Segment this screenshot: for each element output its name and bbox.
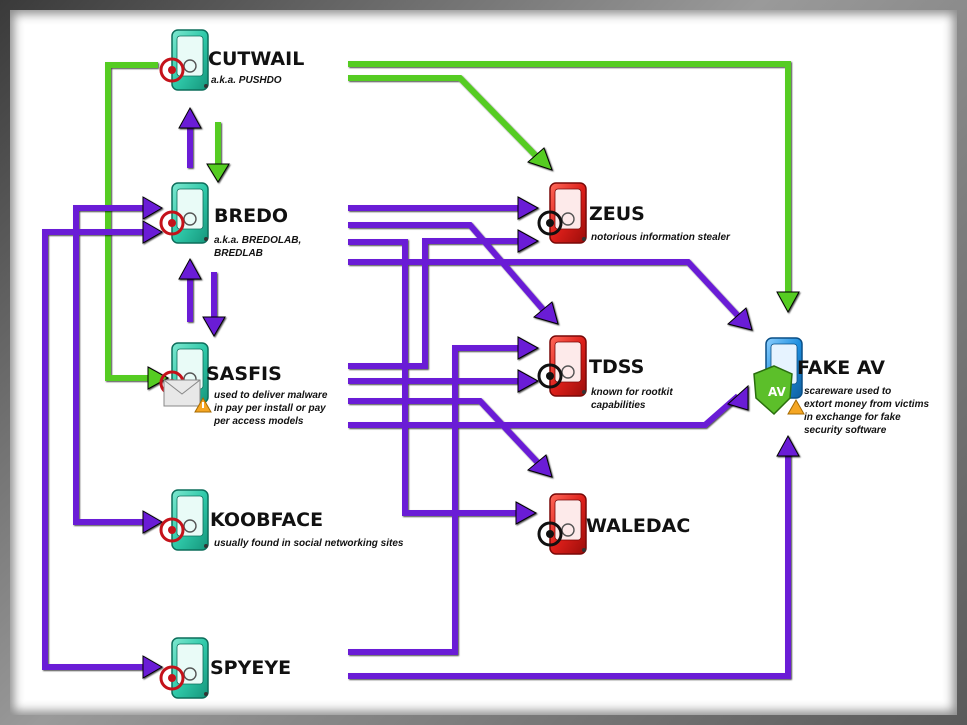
node-title: ZEUS: [589, 203, 645, 225]
green-arrows: [105, 61, 791, 381]
arrow-cutwail-to-sasfis: [105, 62, 158, 381]
node-spyeye: SPYEYE: [159, 637, 291, 699]
node-fakeav: AV FAKE AV scareware used to extort mone…: [753, 337, 929, 436]
node-title: SPYEYE: [210, 657, 291, 679]
mail-envelope-icon: [163, 379, 201, 407]
arrowhead-fakeav-purple-3: [776, 434, 800, 457]
arrowhead-tdss-purple-3: [517, 369, 540, 393]
arrowhead-bredo-green: [206, 163, 230, 183]
arrowhead-bredo-purple-up: [178, 257, 202, 280]
biohazard-drive-icon: [159, 29, 209, 91]
node-title: CUTWAIL: [208, 48, 304, 70]
node-description-line: usually found in social networking sites: [214, 538, 404, 549]
arrow-cutwail-to-zeus: [348, 75, 543, 163]
node-description-line: in exchange for fake: [804, 412, 901, 423]
arrow-spyeye-to-fakeav: [348, 452, 791, 679]
node-description-line: known for rootkit: [591, 387, 673, 398]
purple-arrowheads: [142, 106, 800, 679]
arrowhead-fakeav-green: [776, 291, 800, 314]
arrowhead-zeus-purple-2: [517, 229, 540, 253]
node-title: FAKE AV: [797, 357, 885, 379]
green-arrowheads: [147, 147, 800, 390]
node-cutwail: CUTWAIL a.k.a. PUSHDO: [159, 29, 304, 91]
node-description-line: extort money from victims: [804, 399, 929, 410]
node-description-line: in pay per install or pay: [214, 403, 326, 414]
biohazard-drive-icon: [159, 182, 209, 244]
node-description-line: used to deliver malware: [214, 390, 328, 401]
arrowhead-spyeye-purple: [142, 655, 163, 679]
node-title: WALEDAC: [586, 515, 690, 537]
node-description-line: capabilities: [591, 400, 646, 411]
node-waledac: WALEDAC: [537, 493, 690, 555]
node-zeus: ZEUS notorious information stealer: [537, 182, 731, 244]
arrow-spyeye-to-tdss: [348, 345, 520, 655]
arrowhead-koobface-purple: [142, 510, 163, 534]
arrowhead-waledac-purple-1: [515, 501, 538, 525]
arrowhead-zeus-green: [527, 147, 553, 171]
malware-relationship-diagram: CUTWAIL a.k.a. PUSHDO BREDO a.k.a. BREDO…: [42, 29, 929, 699]
diagram-canvas: CUTWAIL a.k.a. PUSHDO BREDO a.k.a. BREDO…: [10, 10, 957, 715]
arrowhead-sasfis-green: [147, 366, 170, 390]
node-title: TDSS: [589, 356, 644, 378]
biohazard-drive-icon: [537, 335, 587, 397]
warning-triangle-icon: [194, 396, 212, 413]
fake-av-shield-icon: AV: [753, 337, 805, 416]
arrow-bredo-to-tdss: [348, 222, 549, 315]
arrow-sasfis-to-zeus: [348, 238, 520, 369]
arrowhead-bredo-purple-left1: [142, 196, 163, 220]
arrowhead-tdss-purple-2: [517, 336, 540, 360]
arrow-bredo-to-waledac: [348, 239, 518, 516]
node-koobface: KOOBFACE usually found in social network…: [159, 489, 404, 551]
node-description-line: notorious information stealer: [591, 232, 731, 243]
arrowhead-bredo-purple-left2: [142, 220, 163, 244]
node-description-line: security software: [804, 425, 887, 436]
arrowhead-waledac-purple-2: [526, 454, 553, 478]
arrowhead-fakeav-purple-1: [726, 307, 753, 331]
arrowhead-zeus-purple-1: [517, 196, 540, 220]
arrow-sasfis-to-fakeav: [348, 393, 740, 428]
node-description-line: a.k.a. BREDOLAB,: [214, 235, 301, 246]
biohazard-drive-icon: [537, 182, 587, 244]
node-description-line: BREDLAB: [214, 248, 263, 259]
node-title: SASFIS: [206, 363, 282, 385]
node-title: KOOBFACE: [210, 509, 323, 531]
biohazard-drive-icon: [159, 489, 209, 551]
arrowhead-tdss-purple-1: [532, 301, 559, 325]
arrow-spyeye-to-bredo: [42, 229, 145, 670]
node-bredo: BREDO a.k.a. BREDOLAB, BREDLAB: [159, 182, 301, 259]
node-description-line: a.k.a. PUSHDO: [211, 75, 282, 86]
node-tdss: TDSS known for rootkit capabilities: [537, 335, 673, 411]
arrowhead-sasfis-purple: [202, 316, 226, 337]
node-title: BREDO: [214, 205, 288, 227]
node-description-line: scareware used to: [804, 386, 891, 397]
biohazard-drive-icon: [159, 637, 209, 699]
arrowhead-cutwail-purple: [178, 106, 202, 129]
arrow-bredo-to-fakeav: [348, 259, 743, 321]
arrow-cutwail-to-fakeav: [348, 61, 791, 298]
arrow-sasfis-to-waledac: [348, 398, 543, 468]
node-sasfis: SASFIS used to deliver malware in pay pe…: [159, 342, 328, 427]
arrow-bredo-to-koobface: [73, 205, 145, 525]
svg-text:AV: AV: [768, 385, 786, 399]
biohazard-drive-icon: [537, 493, 587, 555]
purple-arrows: [42, 126, 791, 679]
node-description-line: per access models: [213, 416, 304, 427]
arrowhead-fakeav-purple-2: [727, 384, 749, 411]
